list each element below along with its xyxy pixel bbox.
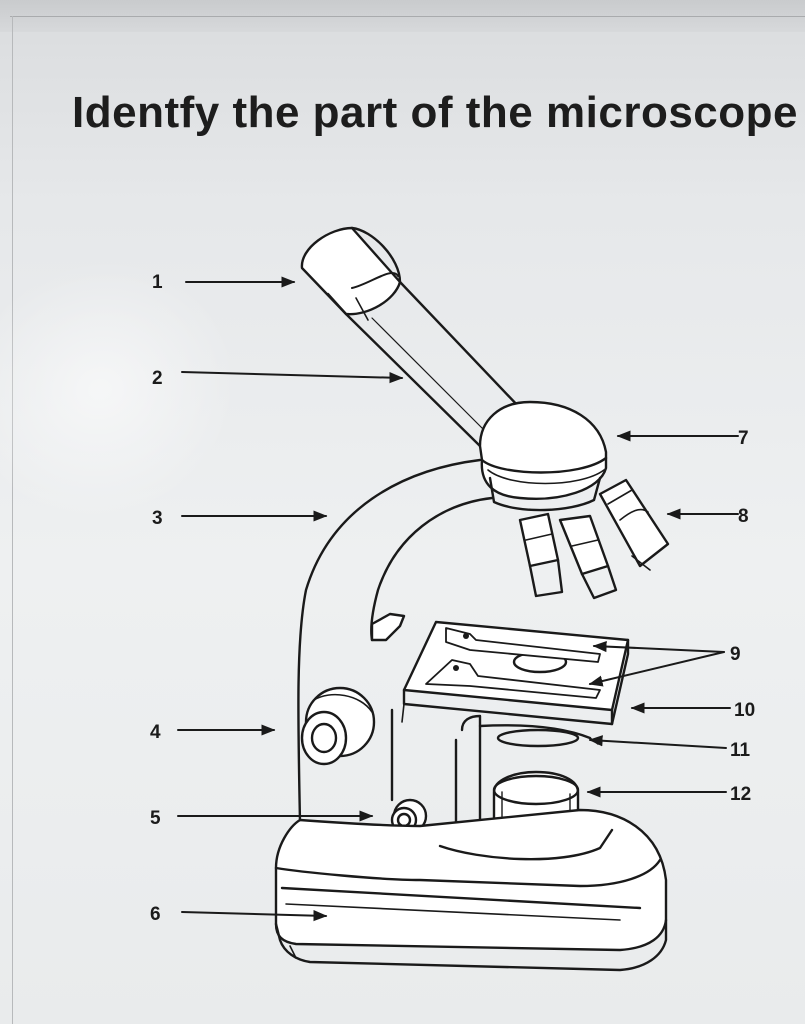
objective-lenses: [518, 478, 670, 600]
label-5: 5: [150, 808, 161, 829]
coarse-focus-knob: [300, 686, 376, 766]
leader-6: [181, 910, 328, 922]
label-7: 7: [738, 428, 749, 449]
page-title: Identfy the part of the microscope: [72, 88, 798, 137]
top-border-line: [10, 16, 805, 17]
arm: [297, 458, 494, 824]
leader-9b: [588, 651, 725, 687]
base: [274, 808, 668, 972]
stage: [401, 620, 630, 726]
label-6: 6: [150, 904, 161, 925]
label-9: 9: [730, 644, 741, 665]
part-labels: 1 2 3 4 5 6 7 8 9 10 11 12: [150, 272, 755, 925]
nosepiece-head: [478, 400, 608, 512]
leader-lines: [177, 276, 739, 922]
leader-11: [588, 735, 727, 749]
label-11: 11: [730, 740, 751, 761]
leader-9a: [592, 640, 725, 653]
label-12: 12: [730, 784, 751, 805]
label-8: 8: [738, 506, 749, 527]
body-tube: [344, 280, 522, 448]
microscope-body: [274, 226, 670, 972]
label-2: 2: [152, 368, 163, 389]
eyepiece: [300, 226, 402, 321]
label-3: 3: [152, 508, 163, 529]
label-1: 1: [152, 272, 163, 293]
leader-2: [181, 371, 404, 384]
label-4: 4: [150, 722, 161, 743]
label-10: 10: [734, 700, 755, 721]
